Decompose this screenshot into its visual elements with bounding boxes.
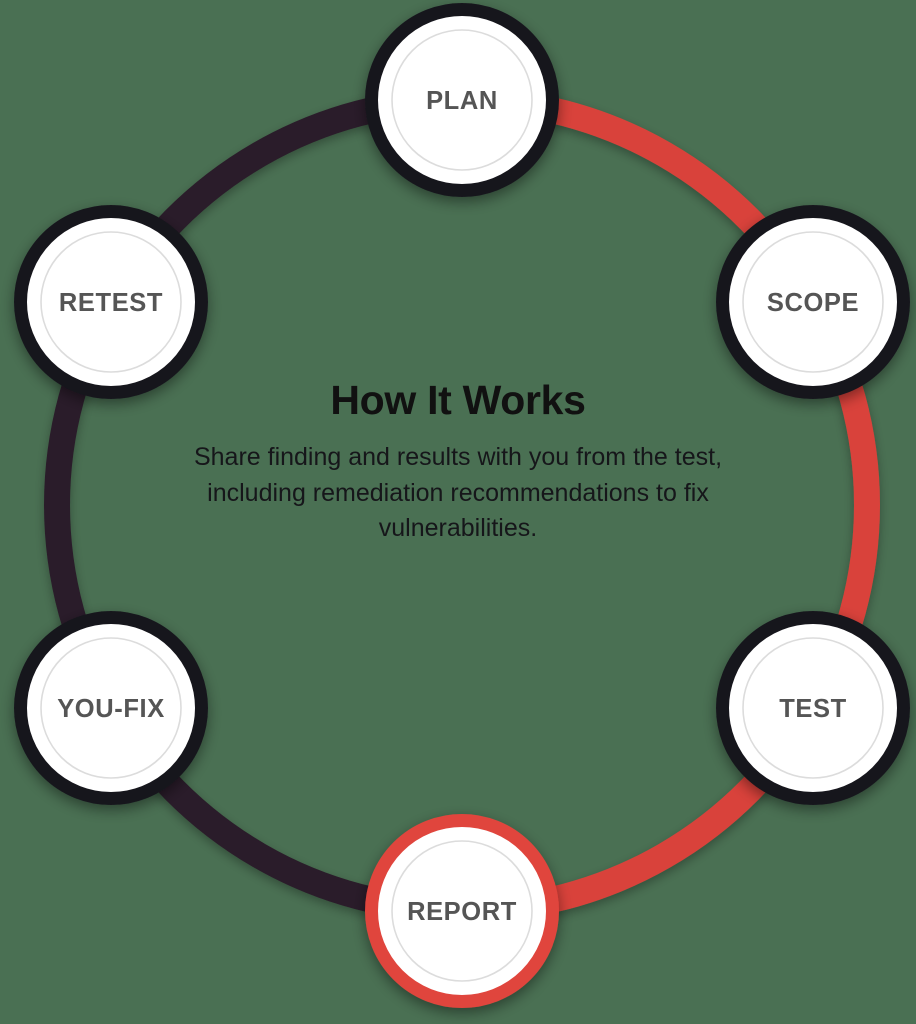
node-inner-outline-test xyxy=(742,637,884,779)
node-ring-youfix xyxy=(14,611,208,805)
node-inner-outline-report xyxy=(391,840,533,982)
node-inner-outline-youfix xyxy=(40,637,182,779)
node-report[interactable]: REPORT xyxy=(365,814,559,1008)
node-retest[interactable]: RETEST xyxy=(14,205,208,399)
node-layer: PLAN SCOPE TEST REPORT YOU-FIX RETEST xyxy=(14,3,910,1008)
node-label-plan: PLAN xyxy=(426,87,498,115)
node-label-scope: SCOPE xyxy=(767,289,859,317)
node-ring-retest xyxy=(14,205,208,399)
node-scope[interactable]: SCOPE xyxy=(716,205,910,399)
arc-layer xyxy=(44,87,880,923)
node-inner-outline-retest xyxy=(40,231,182,373)
node-ring-plan xyxy=(365,3,559,197)
node-label-youfix: YOU-FIX xyxy=(57,695,165,723)
node-test[interactable]: TEST xyxy=(716,611,910,805)
node-label-test: TEST xyxy=(779,695,847,723)
node-inner-outline-scope xyxy=(742,231,884,373)
node-inner-outline-plan xyxy=(391,29,533,171)
node-ring-scope xyxy=(716,205,910,399)
node-ring-test xyxy=(716,611,910,805)
node-plan[interactable]: PLAN xyxy=(365,3,559,197)
node-youfix[interactable]: YOU-FIX xyxy=(14,611,208,805)
node-label-retest: RETEST xyxy=(59,289,163,317)
node-ring-report xyxy=(365,814,559,1008)
node-label-report: REPORT xyxy=(407,898,517,926)
